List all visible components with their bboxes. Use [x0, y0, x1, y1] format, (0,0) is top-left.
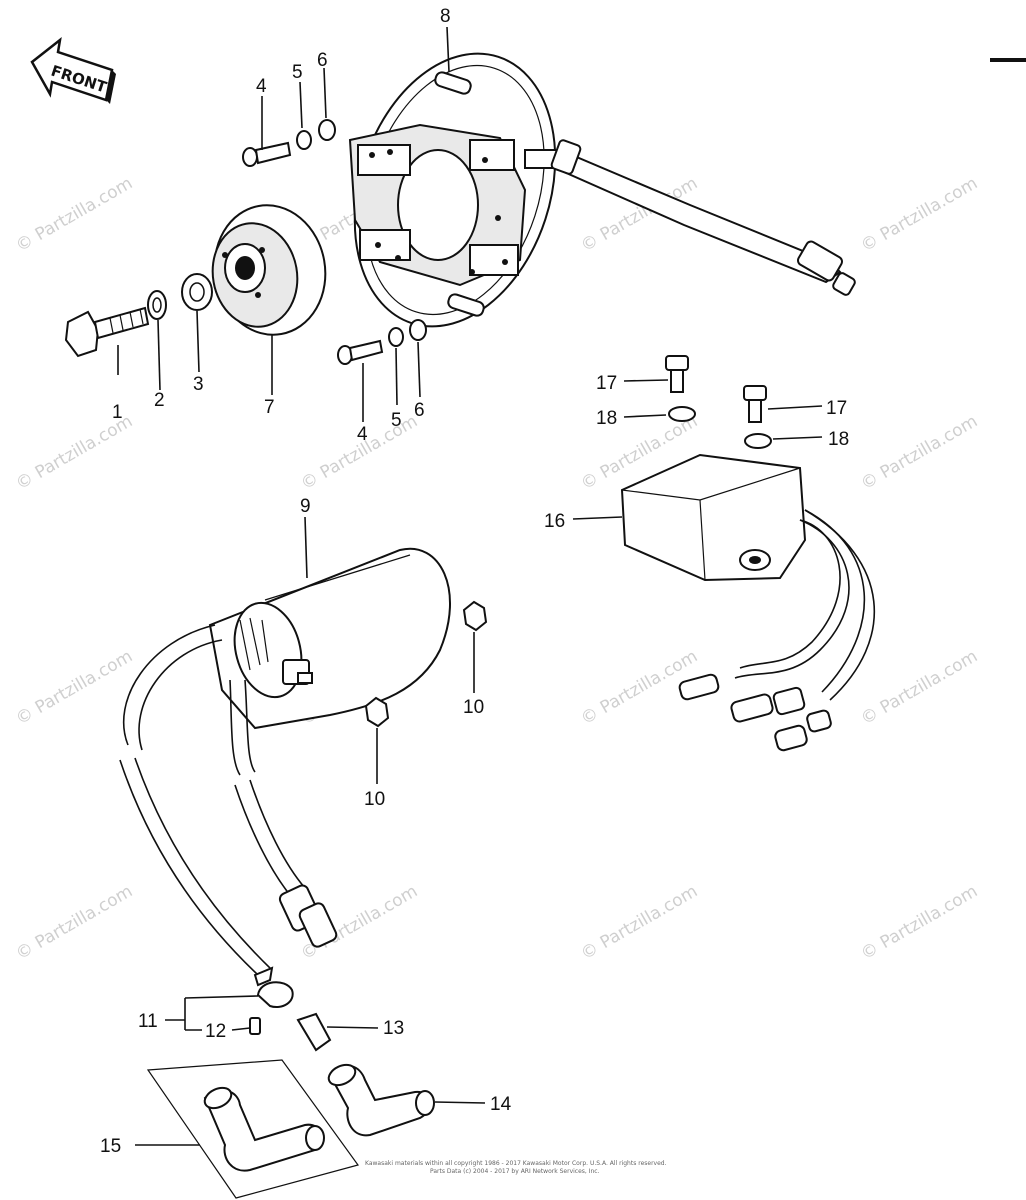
washer-18-right [744, 433, 772, 449]
callout-5: 5 [391, 410, 402, 431]
callout-12: 12 [205, 1021, 226, 1042]
stator-plate [348, 52, 856, 328]
watermark: © Partzilla.com [13, 173, 137, 256]
plug-cap-insert [296, 1012, 332, 1052]
screw-lower [337, 339, 384, 365]
callout-17: 17 [596, 373, 617, 394]
bolt-17-right [743, 385, 767, 423]
screw-upper [242, 141, 292, 167]
callout-1: 1 [112, 402, 123, 423]
cdi-unit [620, 453, 876, 752]
primary-lead [229, 679, 338, 948]
nut-10-lower [364, 696, 390, 728]
watermark: © Partzilla.com [13, 411, 137, 494]
callout-17: 17 [826, 398, 847, 419]
callout-3: 3 [193, 374, 204, 395]
callout-4: 4 [357, 424, 368, 445]
lock-washer [147, 290, 167, 320]
callout-11: 11 [138, 1011, 158, 1032]
nut-10-right [462, 600, 488, 632]
washer-18-left [668, 406, 696, 422]
high-tension-lead [119, 624, 274, 987]
copyright-line-2: Parts Data (c) 2004 - 2017 by ARI Networ… [430, 1168, 600, 1175]
callout-14: 14 [490, 1094, 512, 1115]
plug-cap-14 [327, 1063, 435, 1137]
watermark: © Partzilla.com [13, 646, 137, 729]
callout-6: 6 [317, 50, 328, 71]
callout-13: 13 [383, 1018, 404, 1039]
callout-7: 7 [264, 397, 275, 418]
watermark: © Partzilla.com [578, 881, 702, 964]
washer-upper-5 [296, 130, 312, 150]
bolt [64, 306, 150, 358]
callout-10: 10 [364, 789, 385, 810]
callout-18: 18 [828, 429, 849, 450]
leader-lines [117, 26, 823, 1146]
clamp [256, 981, 294, 1008]
callout-4: 4 [256, 76, 267, 97]
callout-5: 5 [292, 62, 303, 83]
washer-upper-6 [318, 119, 336, 141]
callout-9: 9 [300, 496, 311, 517]
rotor [211, 204, 327, 336]
callout-6: 6 [414, 400, 425, 421]
callout-15: 15 [100, 1136, 121, 1157]
watermark: © Partzilla.com [13, 881, 137, 964]
clamp-screw [249, 1017, 261, 1035]
callouts: 8 4 5 6 1 2 3 7 4 5 6 17 18 17 18 16 9 1… [100, 6, 849, 1157]
plug-cap-15 [146, 1059, 359, 1199]
watermark: © Partzilla.com [858, 646, 982, 729]
flat-washer [181, 273, 213, 311]
callout-2: 2 [154, 390, 165, 411]
callout-8: 8 [440, 6, 451, 27]
washer-lower-6 [409, 319, 427, 341]
ignition-coil [208, 547, 451, 730]
callout-18: 18 [596, 408, 617, 429]
watermark: © Partzilla.com [858, 411, 982, 494]
callout-10: 10 [463, 697, 484, 718]
copyright-line-1: Kawasaki materials within all copyright … [365, 1160, 667, 1167]
callout-16: 16 [544, 511, 565, 532]
bolt-17-left [665, 355, 689, 393]
washer-lower-5 [388, 327, 404, 347]
front-arrow-icon: FRONT [30, 37, 116, 104]
watermark: © Partzilla.com [858, 173, 982, 256]
watermark: © Partzilla.com [858, 881, 982, 964]
